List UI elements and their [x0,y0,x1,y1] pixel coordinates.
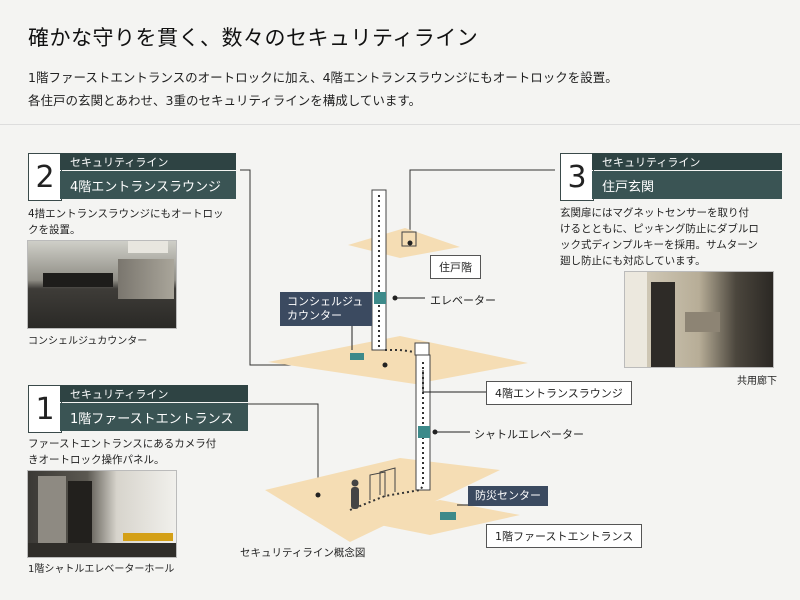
lounge-gate-icon [414,342,430,356]
diagram-caption: セキュリティライン概念図 [240,547,366,559]
security-path-entrance [349,485,424,511]
elevator-box-upper [374,292,386,304]
label-1f-entrance: 1階ファーストエントランス [486,524,643,548]
label-disaster-center: 防災センター [468,486,548,506]
photo-concierge-counter [27,240,177,329]
card-3-tag: セキュリティライン [592,153,782,170]
caption-common-corridor: 共用廊下 [737,376,777,387]
card-1-description: ファーストエントランスにあるカメラ付きオートロック操作パネル。 [28,438,217,466]
floor-entrance [265,458,500,542]
residence-door-icon [401,231,417,247]
card-1-tag: セキュリティライン [60,385,248,402]
floor-entrance-front [355,500,520,535]
card-3-description: 玄関扉にはマグネットセンサーを取り付けるとともに、ピッキング防止にダブルロック式… [560,207,759,267]
card-2-description: 4措エントランスラウンジにもオートロックを設置。 [28,208,224,236]
person-head-icon [351,479,359,487]
label-4f-lounge: 4階エントランスラウンジ [486,381,632,405]
label-concierge-counter: コンシェルジュカウンター [280,292,372,326]
card-3-title: 住戸玄関 [592,171,782,199]
security-path-lounge [385,349,416,353]
disaster-center-icon [440,512,456,520]
concierge-counter-icon [350,353,364,360]
intro-line-2: 各住戸の玄関とあわせ、3重のセキュリティラインを構成しています。 [28,93,422,108]
page-title: 確かな守りを貫く、数々のセキュリティライン [28,26,479,50]
connector-line-2 [240,169,385,366]
photo-shuttle-elevator-hall [27,470,177,558]
card-2-tag: セキュリティライン [60,153,236,170]
card-1-title: 1階ファーストエントランス [60,403,248,431]
connector-line-3 [409,169,555,240]
caption-concierge-counter: コンシェルジュカウンター [28,336,148,347]
floor-lounge [268,336,528,384]
person-body-icon [351,487,359,509]
card-3-number: 3 [560,153,594,201]
divider [0,124,800,125]
entrance-gate-icon-a [369,471,386,500]
label-residence-floor: 住戸階 [430,255,481,279]
connector-line-1 [240,403,319,495]
label-shuttle-elevator: シャトルエレベーター [474,428,584,441]
card-2-number: 2 [28,153,62,201]
label-elevator: エレベーター [430,294,496,307]
photo-common-corridor [624,271,774,368]
caption-shuttle-elevator-hall: 1階シャトルエレベーターホール [28,564,175,575]
card-1-number: 1 [28,385,62,433]
card-2-title: 4階エントランスラウンジ [60,171,236,199]
entrance-gate-icon-b [379,467,396,495]
intro-line-1: 1階ファーストエントランスのオートロックに加え、4階エントランスラウンジにもオー… [28,70,618,85]
elevator-box-lower [418,426,430,438]
